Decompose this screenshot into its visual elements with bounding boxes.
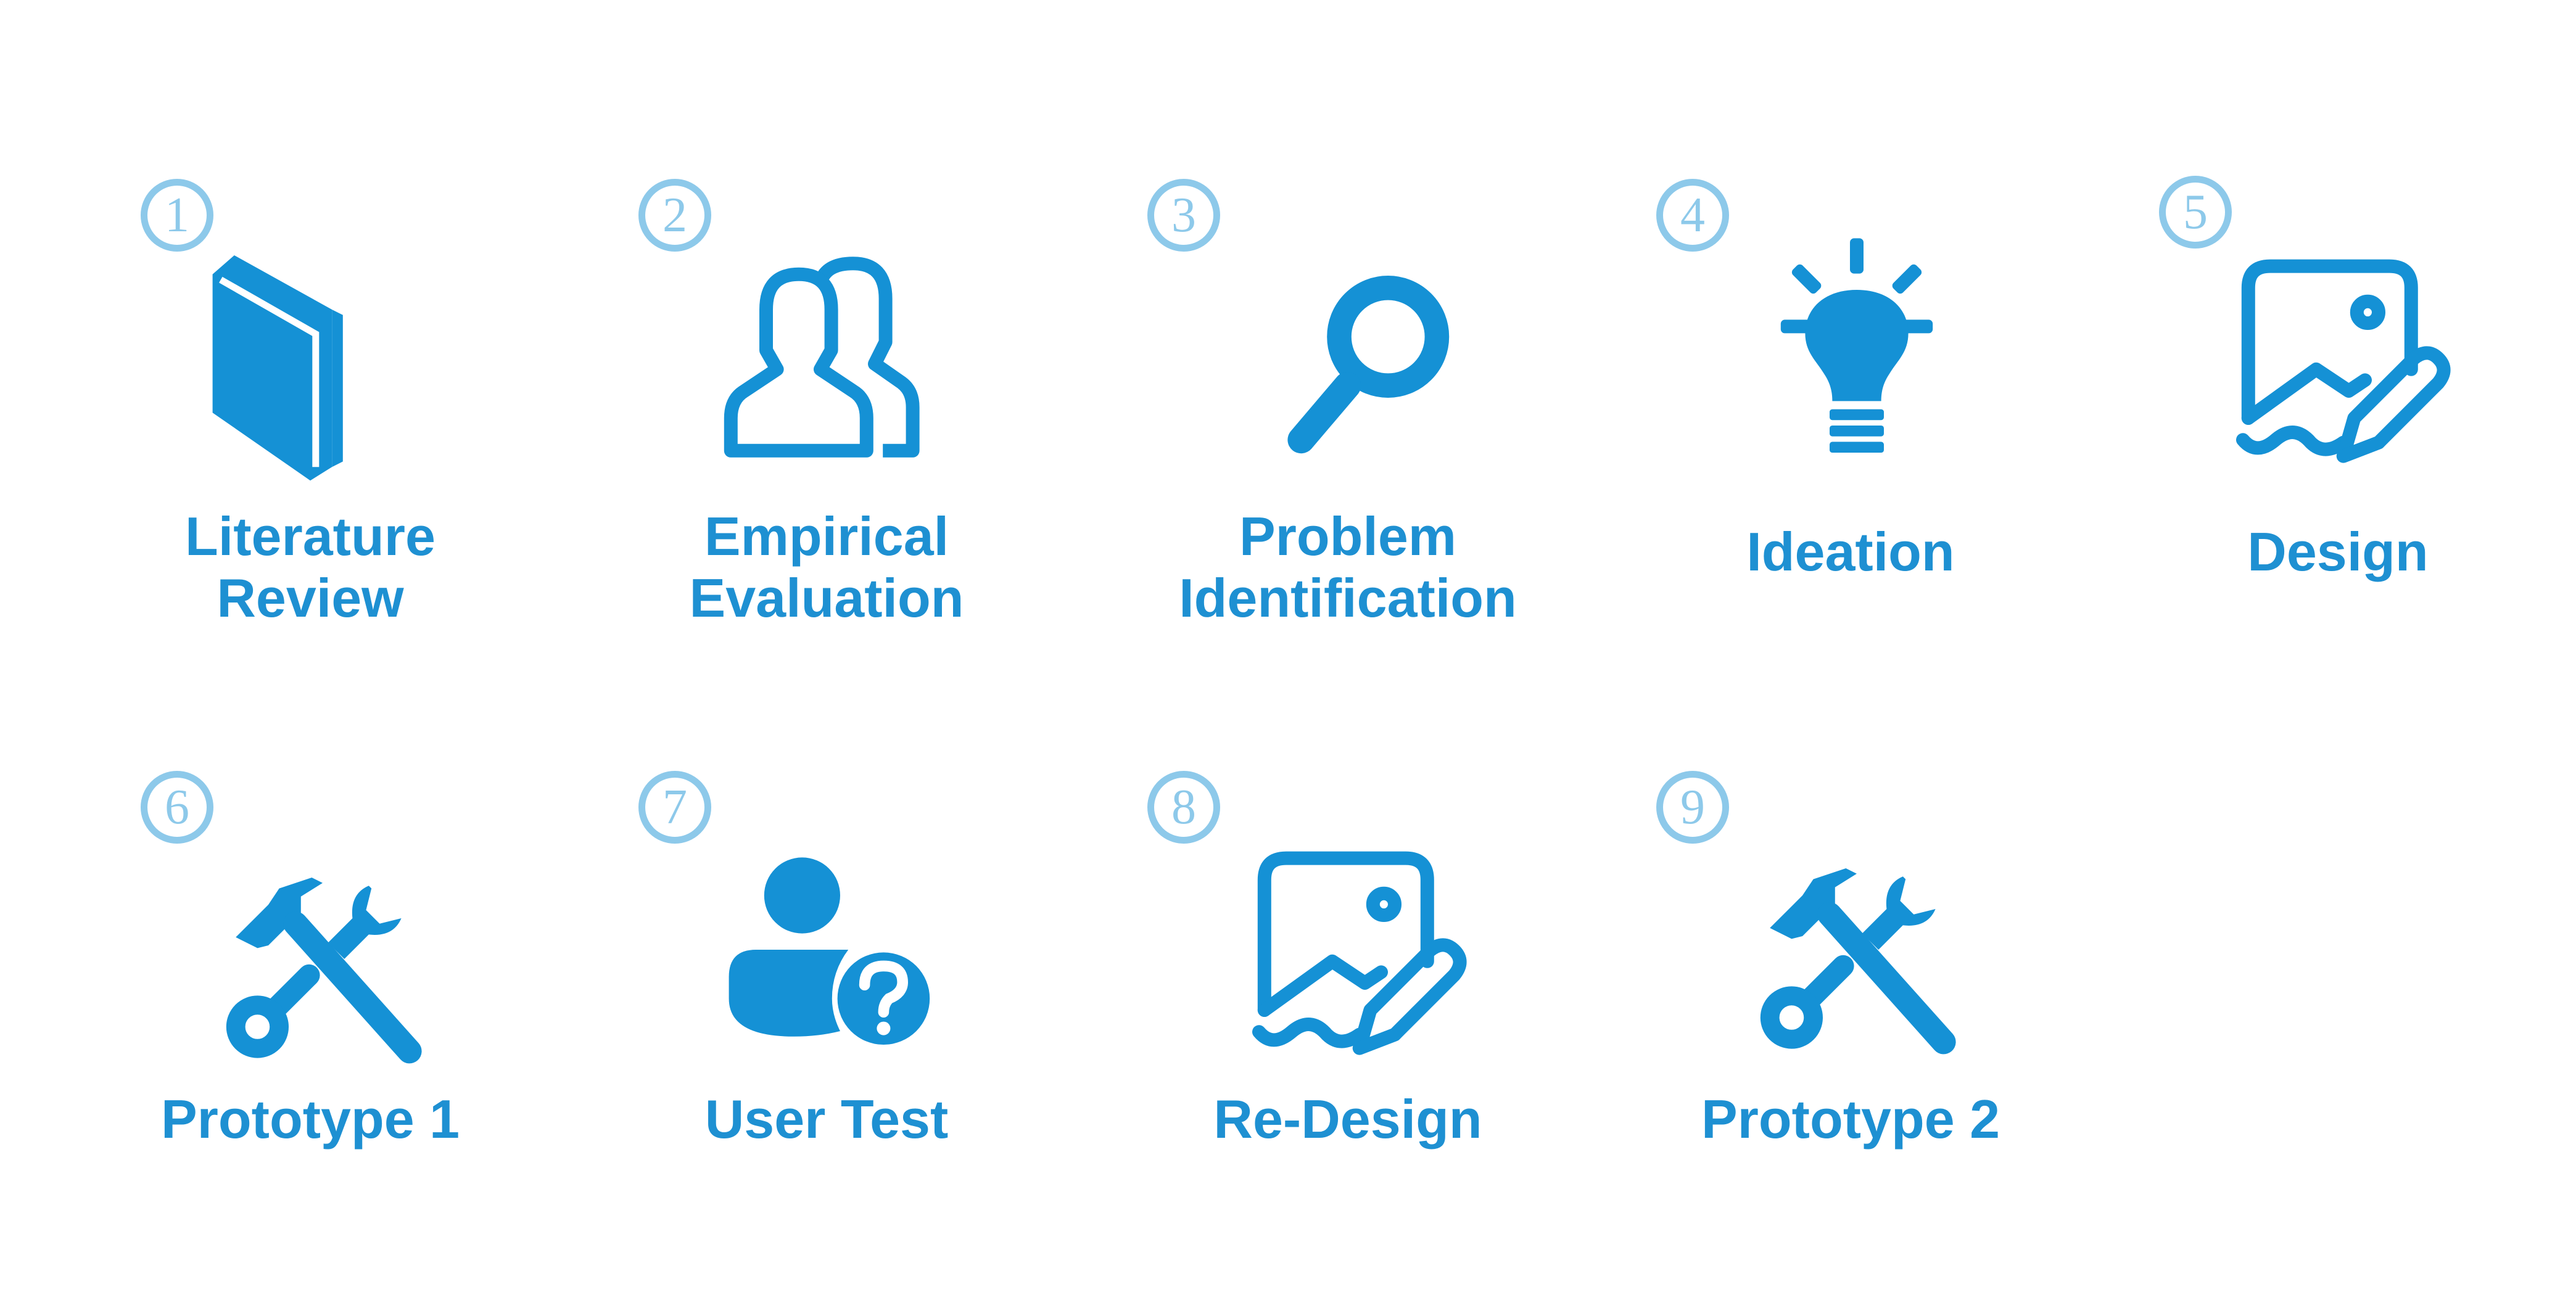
step-label: Empirical Evaluation [611, 506, 1042, 629]
users-icon [685, 228, 956, 500]
lightbulb-icon [1721, 222, 1992, 493]
step-number-badge: 4 [1656, 179, 1729, 252]
step-label: Problem Identification [1132, 506, 1564, 629]
label-line: Identification [1179, 567, 1517, 628]
step-number-badge: 8 [1147, 771, 1220, 844]
step-label: User Test [611, 1088, 1042, 1150]
image-edit-icon [1218, 820, 1490, 1092]
book-icon [175, 228, 446, 500]
image-edit-icon [2202, 228, 2474, 500]
search-icon [1231, 228, 1502, 500]
label-line: Prototype 1 [160, 1088, 460, 1150]
label-line: Problem [1239, 506, 1457, 567]
step-label: Design [2122, 521, 2554, 583]
step-number-badge: 3 [1147, 179, 1220, 252]
step-number-badge: 9 [1656, 771, 1729, 844]
step-5: 5 Design [2122, 160, 2554, 654]
step-1: 1 Literature Review [94, 160, 526, 654]
step-4: 4 Ideation [1635, 160, 2066, 654]
step-7: 7 User Test [611, 752, 1042, 1246]
step-8: 8 Re-Design [1132, 752, 1564, 1246]
label-line: Design [2247, 521, 2429, 582]
person-question-icon [691, 814, 962, 1085]
step-2: 2 Empirical Evaluation [611, 160, 1042, 654]
step-label: Prototype 2 [1635, 1088, 2066, 1150]
tools-icon [1721, 814, 1992, 1085]
step-label: Prototype 1 [94, 1088, 526, 1150]
label-line: Review [217, 567, 404, 628]
step-number-badge: 1 [141, 179, 213, 252]
step-label: Re-Design [1132, 1088, 1564, 1150]
step-number-badge: 7 [638, 771, 711, 844]
step-9: 9 Prototype 2 [1635, 752, 2066, 1246]
label-line: User Test [704, 1088, 949, 1150]
step-3: 3 Problem Identification [1132, 160, 1564, 654]
step-label: Ideation [1635, 521, 2066, 583]
step-6: 6 Prototype 1 [94, 752, 526, 1246]
step-number-badge: 2 [638, 179, 711, 252]
step-label: Literature Review [94, 506, 526, 629]
label-line: Evaluation [689, 567, 964, 628]
label-line: Literature [185, 506, 436, 567]
label-line: Ideation [1746, 521, 1955, 582]
label-line: Re-Design [1213, 1088, 1482, 1150]
step-number-badge: 6 [141, 771, 213, 844]
tools-icon [187, 823, 458, 1095]
label-line: Prototype 2 [1701, 1088, 2000, 1150]
step-number-badge: 5 [2159, 176, 2232, 249]
label-line: Empirical [704, 506, 949, 567]
